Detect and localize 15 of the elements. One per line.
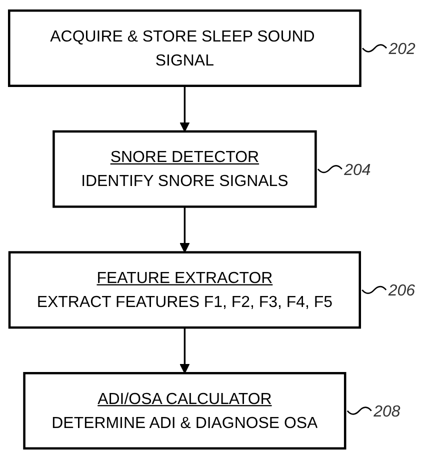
callout-number: 206 [388, 282, 415, 300]
node-box: ADI/OSA CALCULATOR DETERMINE ADI & DIAGNOSE OSA [23, 372, 346, 450]
node-box: FEATURE EXTRACTOR EXTRACT FEATURES F1, F2, F3, F4, F5 [8, 251, 362, 329]
leader-line [362, 286, 387, 294]
callout-number: 208 [374, 403, 400, 420]
leader-line [317, 165, 342, 174]
callout-number: 202 [388, 40, 416, 58]
arrow [180, 206, 190, 253]
leader-line [346, 406, 372, 415]
arrow [180, 86, 190, 132]
node-box: ACQUIRE & STORE SLEEP SOUND SIGNAL [8, 9, 362, 87]
callout-number: 204 [344, 162, 371, 179]
arrow [180, 328, 190, 374]
node-box: SNORE DETECTOR IDENTIFY SNORE SIGNALS [52, 130, 317, 208]
leader-line [362, 44, 387, 52]
